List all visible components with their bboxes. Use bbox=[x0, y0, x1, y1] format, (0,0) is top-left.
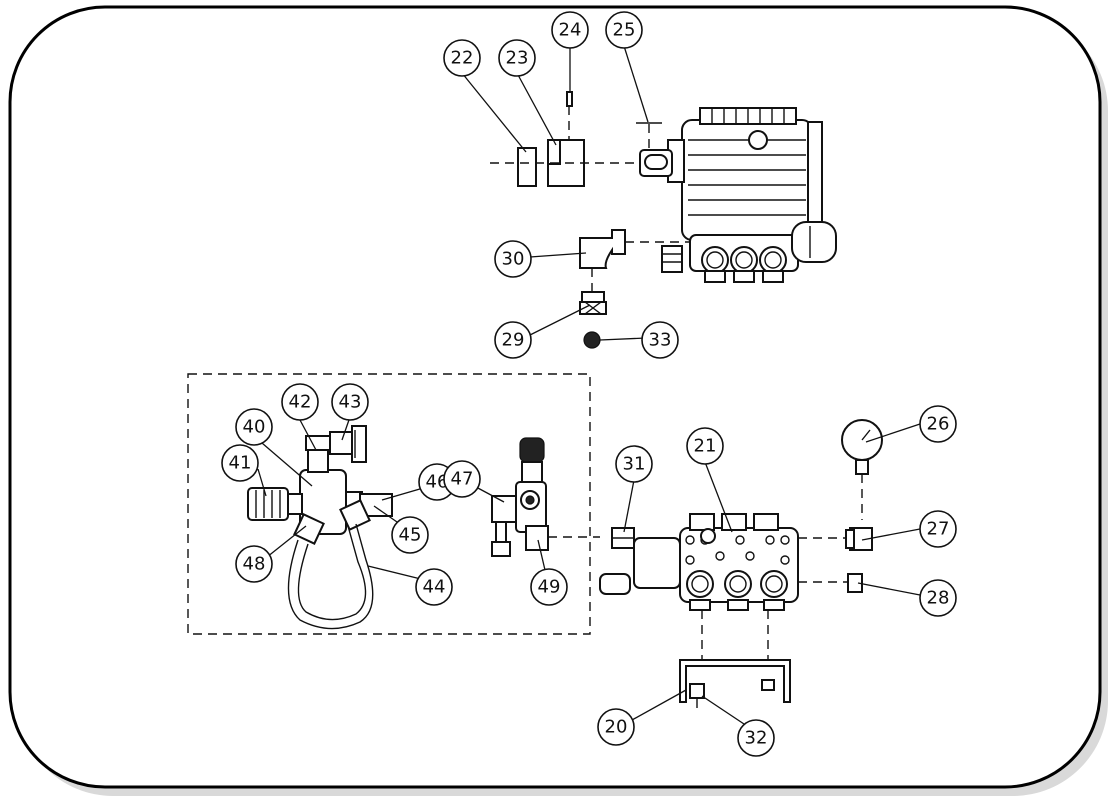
callout-27: 27 bbox=[919, 510, 957, 548]
callout-43: 43 bbox=[331, 383, 369, 421]
svg-text:33: 33 bbox=[649, 330, 672, 351]
svg-text:25: 25 bbox=[613, 20, 636, 41]
svg-text:20: 20 bbox=[605, 717, 628, 738]
svg-text:48: 48 bbox=[243, 554, 266, 575]
svg-text:41: 41 bbox=[229, 453, 252, 474]
svg-text:44: 44 bbox=[423, 577, 446, 598]
callout-20: 20 bbox=[597, 708, 635, 746]
callout-49: 49 bbox=[530, 568, 568, 606]
svg-text:49: 49 bbox=[538, 577, 561, 598]
valve-kit-box bbox=[187, 373, 591, 635]
svg-text:28: 28 bbox=[927, 588, 950, 609]
svg-text:23: 23 bbox=[506, 48, 529, 69]
callout-40: 40 bbox=[235, 408, 273, 446]
callout-24: 24 bbox=[551, 11, 589, 49]
leader-lines bbox=[254, 45, 921, 733]
callout-42: 42 bbox=[281, 383, 319, 421]
svg-text:40: 40 bbox=[243, 417, 266, 438]
relief-valve bbox=[491, 437, 600, 557]
callout-21: 21 bbox=[686, 427, 724, 465]
svg-text:26: 26 bbox=[927, 414, 950, 435]
callout-28: 28 bbox=[919, 579, 957, 617]
svg-text:32: 32 bbox=[745, 728, 768, 749]
callout-25: 25 bbox=[605, 11, 643, 49]
callout-33: 33 bbox=[641, 321, 679, 359]
svg-text:21: 21 bbox=[694, 436, 717, 457]
callout-26: 26 bbox=[919, 405, 957, 443]
pressure-gauge bbox=[841, 419, 883, 593]
svg-text:27: 27 bbox=[927, 519, 950, 540]
callout-47: 47 bbox=[443, 460, 481, 498]
shaft-key-parts bbox=[490, 91, 673, 187]
callout-45: 45 bbox=[391, 516, 429, 554]
svg-text:47: 47 bbox=[451, 469, 474, 490]
callout-44: 44 bbox=[415, 568, 453, 606]
svg-text:46: 46 bbox=[426, 472, 449, 493]
inlet-fittings bbox=[579, 229, 690, 349]
callout-32: 32 bbox=[737, 719, 775, 757]
svg-text:45: 45 bbox=[399, 525, 422, 546]
svg-text:43: 43 bbox=[339, 392, 362, 413]
svg-text:22: 22 bbox=[451, 48, 474, 69]
callout-41: 41 bbox=[221, 444, 259, 482]
svg-text:31: 31 bbox=[623, 454, 646, 475]
svg-text:30: 30 bbox=[502, 249, 525, 270]
callout-48: 48 bbox=[235, 545, 273, 583]
manifold-head bbox=[599, 513, 850, 660]
callout-23: 23 bbox=[498, 39, 536, 77]
pump-crankcase-assembly bbox=[661, 107, 837, 283]
callout-29: 29 bbox=[494, 321, 532, 359]
svg-text:29: 29 bbox=[502, 330, 525, 351]
frame-border bbox=[8, 5, 1102, 789]
callout-31: 31 bbox=[615, 445, 653, 483]
svg-text:42: 42 bbox=[289, 392, 312, 413]
svg-text:24: 24 bbox=[559, 20, 582, 41]
callout-22: 22 bbox=[443, 39, 481, 77]
callout-30: 30 bbox=[494, 240, 532, 278]
